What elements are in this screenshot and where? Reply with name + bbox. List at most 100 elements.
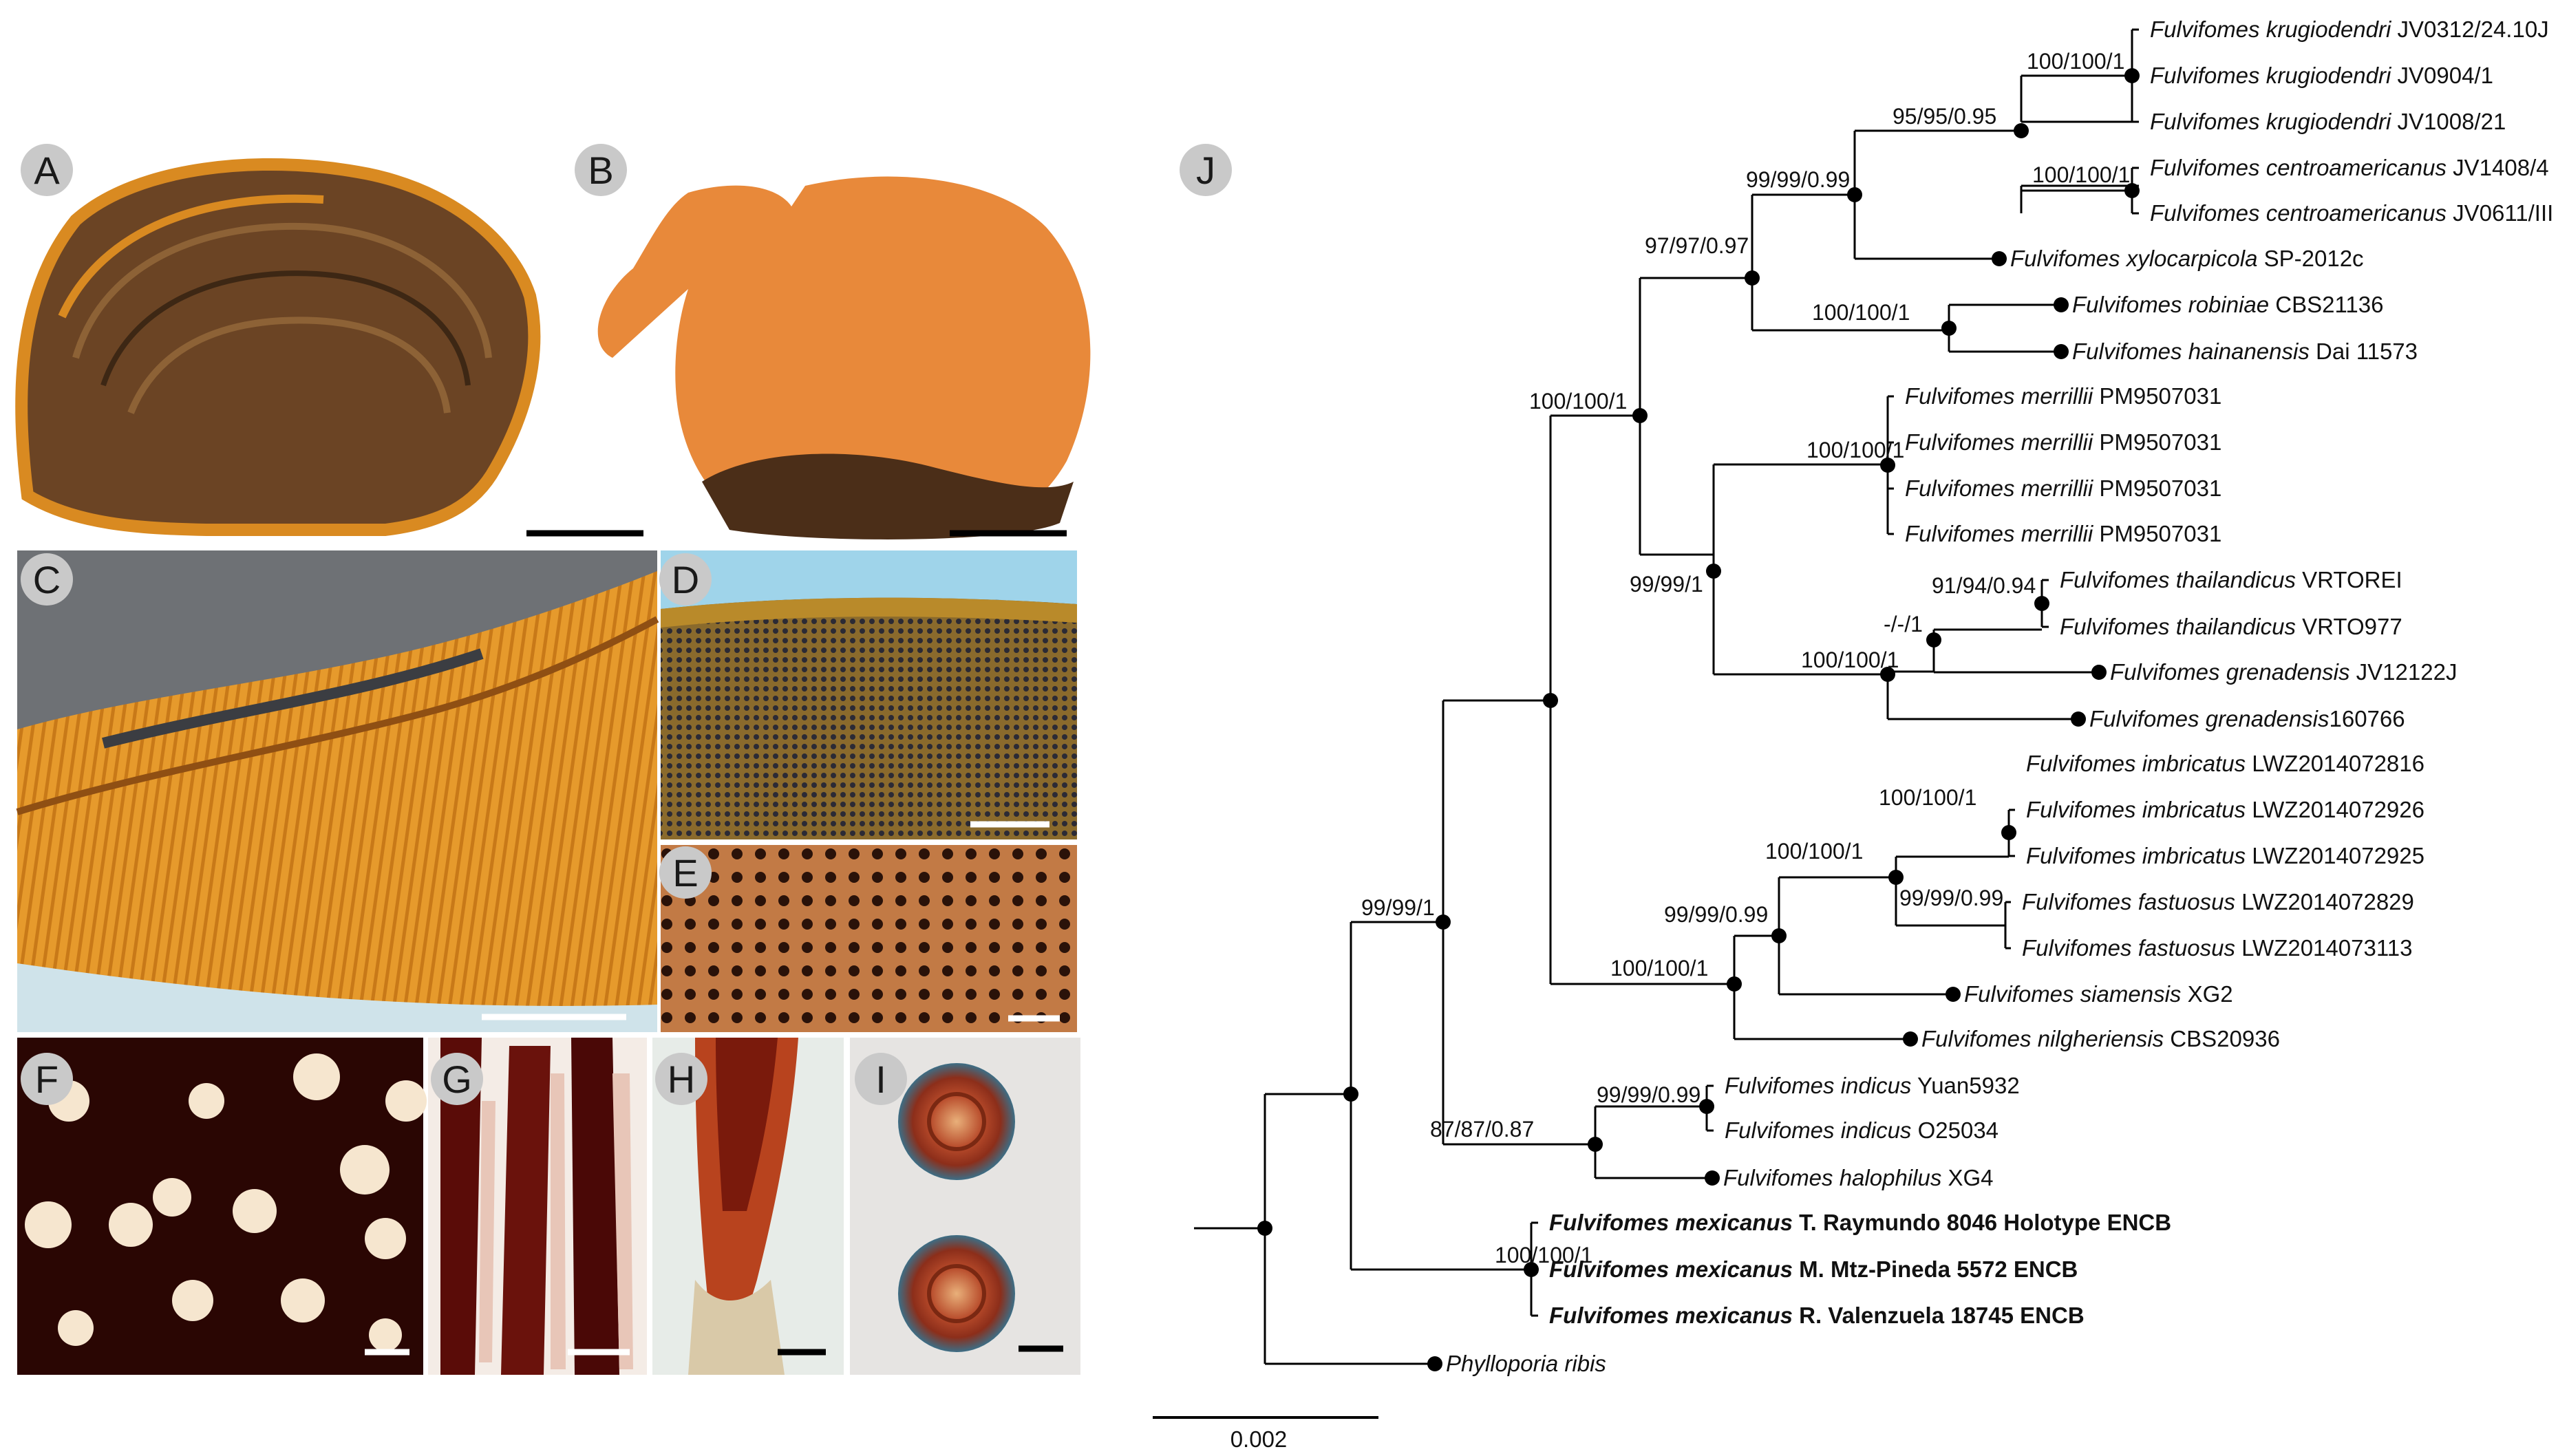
panel-label-c: C [33, 558, 61, 601]
support-value: 99/99/0.99 [1597, 1082, 1701, 1107]
tree-node [1706, 564, 1721, 579]
taxon-name: Fulvifomes fastuosus [2022, 889, 2235, 914]
taxon-label: Phylloporia ribis [1446, 1351, 1606, 1376]
support-value: 100/100/1 [1806, 438, 1904, 462]
support-value: 100/100/1 [1801, 647, 1899, 672]
panel-label-j: J [1196, 149, 1215, 192]
taxon-voucher: XG4 [1941, 1165, 1993, 1190]
support-value: 95/95/0.95 [1893, 104, 1996, 129]
tip-dot [1903, 1031, 1918, 1047]
support-value: 99/99/1 [1361, 895, 1435, 920]
tree-node [1436, 914, 1451, 930]
taxon-label: Fulvifomes merrillii PM9507031 [1905, 429, 2221, 455]
taxon-name: Fulvifomes indicus [1725, 1073, 1911, 1098]
taxon-name: Fulvifomes krugiodendri [2150, 109, 2392, 134]
tree-node [2001, 825, 2016, 840]
taxon-voucher: PM9507031 [2093, 521, 2221, 546]
taxon-voucher: Yuan5932 [1911, 1073, 2019, 1098]
support-value: 99/99/1 [1630, 572, 1703, 597]
taxon-voucher: 160766 [2330, 706, 2405, 731]
support-value: 100/100/1 [1529, 389, 1627, 414]
tree-node [1588, 1137, 1603, 1152]
taxon-label: Fulvifomes fastuosus LWZ2014073113 [2022, 935, 2412, 961]
taxon-voucher: Dai 11573 [2310, 339, 2418, 364]
taxon-voucher: T. Raymundo 8046 Holotype ENCB [1793, 1210, 2171, 1235]
taxon-voucher: R. Valenzuela 18745 ENCB [1793, 1303, 2085, 1328]
tree-node [1847, 187, 1862, 202]
taxon-label: Fulvifomes hainanensis Dai 11573 [2072, 339, 2418, 364]
taxon-voucher: JV1408/4 [2447, 155, 2549, 180]
taxon-label: Fulvifomes halophilus XG4 [1723, 1165, 1994, 1190]
taxon-voucher: VRTOREI [2296, 567, 2402, 592]
taxon-voucher: CBS21136 [2269, 292, 2383, 317]
taxon-voucher: LWZ2014073113 [2235, 935, 2412, 961]
taxon-label: Fulvifomes siamensis XG2 [1964, 981, 2233, 1007]
tree-node [2124, 183, 2140, 198]
taxon-label: Fulvifomes krugiodendri JV0312/24.10J [2150, 17, 2549, 42]
taxon-name: Fulvifomes imbricatus [2026, 751, 2246, 776]
tip-dot [1992, 251, 2007, 266]
taxon-label: Fulvifomes krugiodendri JV1008/21 [2150, 109, 2506, 134]
taxon-name: Fulvifomes mexicanus [1549, 1303, 1793, 1328]
tree-scale-label: 0.002 [1230, 1426, 1288, 1452]
taxon-name: Fulvifomes grenadensis [2089, 706, 2330, 731]
taxon-label: Fulvifomes mexicanus M. Mtz-Pineda 5572 … [1549, 1256, 2078, 1282]
support-value: 100/100/1 [1610, 956, 1708, 981]
support-value: 100/100/1 [1765, 839, 1863, 864]
taxon-name: Fulvifomes hainanensis [2072, 339, 2310, 364]
taxon-voucher: LWZ2014072925 [2246, 843, 2424, 868]
taxon-label: Fulvifomes krugiodendri JV0904/1 [2150, 63, 2493, 88]
taxon-voucher: JV1008/21 [2391, 109, 2506, 134]
taxon-name: Fulvifomes nilgheriensis [1921, 1026, 2164, 1051]
panel-label-f: F [35, 1058, 58, 1101]
tree-node [1632, 408, 1648, 423]
taxon-label: Fulvifomes merrillii PM9507031 [1905, 383, 2221, 409]
tree-tips [1427, 251, 2107, 1371]
tree-taxon-labels: Fulvifomes krugiodendri JV0312/24.10JFul… [1446, 17, 2553, 1376]
panel-b-photo [597, 176, 1091, 539]
taxon-name: Fulvifomes merrillii [1905, 521, 2094, 546]
taxon-voucher: M. Mtz-Pineda 5572 ENCB [1793, 1256, 2078, 1282]
taxon-voucher: XG2 [2181, 981, 2232, 1007]
support-value: 100/100/1 [1812, 300, 1910, 325]
tree-node [1257, 1221, 1272, 1236]
panel-a-photo [14, 138, 643, 544]
taxon-label: Fulvifomes indicus O25034 [1725, 1117, 1999, 1143]
support-value: 87/87/0.87 [1430, 1117, 1534, 1142]
taxon-voucher: JV12122J [2350, 659, 2458, 685]
support-value: 99/99/0.99 [1664, 902, 1768, 927]
taxon-name: Fulvifomes krugiodendri [2150, 63, 2392, 88]
panel-e-photo [661, 845, 1077, 1032]
taxon-voucher: JV0611/III [2447, 200, 2553, 226]
panel-label-e: E [672, 851, 698, 895]
support-value: 100/100/1 [1495, 1243, 1592, 1267]
tip-dot [2054, 297, 2069, 312]
taxon-voucher: PM9507031 [2093, 475, 2221, 501]
panel-c-photo [16, 550, 659, 1032]
taxon-name: Fulvifomes grenadensis [2110, 659, 2350, 685]
tree-node [2034, 596, 2049, 611]
taxon-label: Fulvifomes indicus Yuan5932 [1725, 1073, 2020, 1098]
taxon-name: Fulvifomes fastuosus [2022, 935, 2235, 961]
panel-label-d: D [672, 558, 699, 601]
support-value: 100/100/1 [2032, 162, 2130, 187]
tree-node [1880, 667, 1895, 682]
taxon-label: Fulvifomes centroamericanus JV0611/III [2150, 200, 2553, 226]
support-value: 99/99/0.99 [1746, 167, 1850, 192]
panel-f-photo [17, 1038, 427, 1375]
taxon-name: Fulvifomes centroamericanus [2150, 155, 2447, 180]
taxon-label: Fulvifomes nilgheriensis CBS20936 [1921, 1026, 2280, 1051]
taxon-label: Fulvifomes fastuosus LWZ2014072829 [2022, 889, 2414, 914]
support-value: 91/94/0.94 [1932, 573, 2036, 598]
taxon-label: Fulvifomes centroamericanus JV1408/4 [2150, 155, 2549, 180]
taxon-label: Fulvifomes robiniae CBS21136 [2072, 292, 2383, 317]
taxon-voucher: JV0904/1 [2391, 63, 2493, 88]
taxon-name: Fulvifomes siamensis [1964, 981, 2181, 1007]
taxon-voucher: JV0312/24.10J [2391, 17, 2548, 42]
taxon-voucher: LWZ2014072926 [2246, 797, 2424, 822]
taxon-label: Fulvifomes imbricatus LWZ2014072926 [2026, 797, 2424, 822]
tree-node [2014, 123, 2029, 138]
panel-labels: A B C D E F G H I J [21, 144, 1232, 1105]
panel-d-photo [661, 550, 1077, 839]
support-value: 100/100/1 [1879, 785, 1976, 810]
